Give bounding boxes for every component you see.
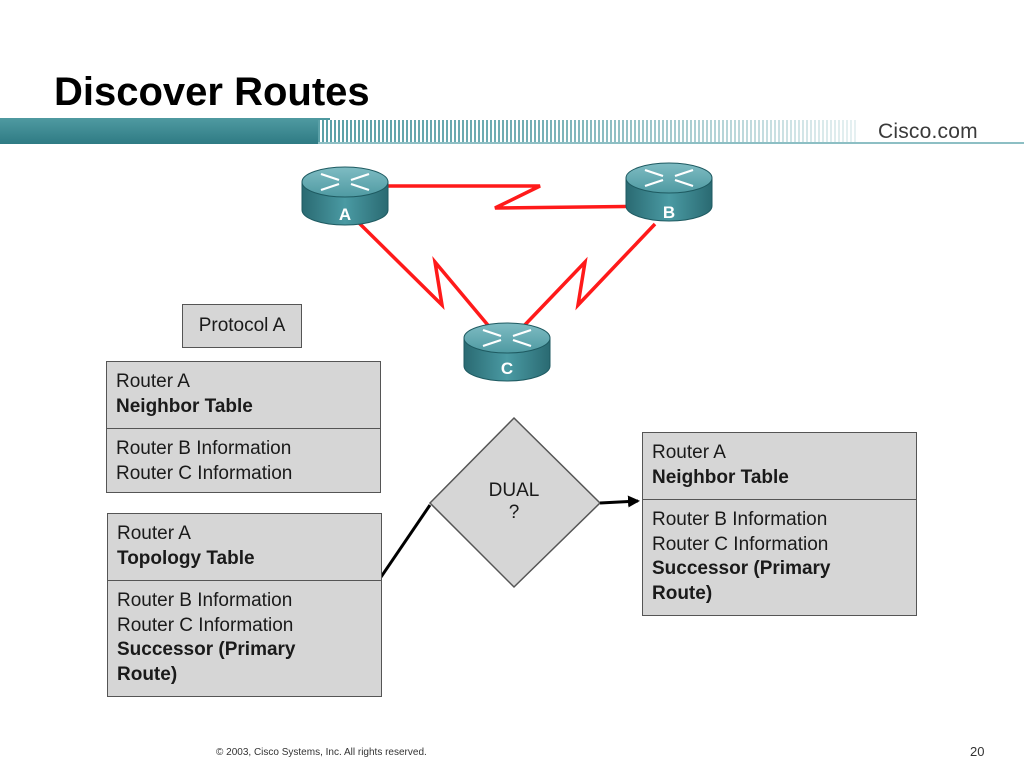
table-row: Router B Information xyxy=(117,590,293,611)
right-neighbor-table: Router A Neighbor Table Router B Informa… xyxy=(642,432,917,616)
left-neighbor-table: Router A Neighbor Table Router B Informa… xyxy=(106,361,381,493)
table-owner: Router A xyxy=(116,371,190,392)
protocol-label: Protocol A xyxy=(182,304,302,348)
header-banner xyxy=(0,118,1024,144)
successor-route: Successor (Primary xyxy=(652,558,831,579)
router-c-label: C xyxy=(501,359,513,378)
link-b-c xyxy=(518,222,657,332)
table-row: Router B Information xyxy=(116,438,292,459)
dual-to-result-arrow xyxy=(599,495,640,508)
topology-table-header: Router A Topology Table xyxy=(108,514,381,580)
table-row: Router C Information xyxy=(117,614,294,636)
copyright-footer: © 2003, Cisco Systems, Inc. All rights r… xyxy=(216,747,427,758)
brand-logo: Cisco.com xyxy=(878,120,978,143)
router-a-label: A xyxy=(339,205,351,224)
router-a-icon: A xyxy=(301,166,389,226)
page-number: 20 xyxy=(970,744,985,759)
slide-title: Discover Routes xyxy=(54,70,370,114)
table-row: Router B Information xyxy=(652,509,828,530)
link-a-c xyxy=(356,220,494,332)
banner-stripes xyxy=(318,120,858,142)
table-row: Router C Information xyxy=(116,462,293,484)
dual-diamond xyxy=(428,416,602,589)
neighbor-table-body: Router B Information Router C Informatio… xyxy=(107,428,380,492)
dual-label: DUAL ? xyxy=(470,480,558,524)
table-row: Router C Information xyxy=(652,533,829,555)
dual-title: DUAL xyxy=(488,480,540,501)
banner-rule xyxy=(318,142,1024,144)
left-topology-table: Router A Topology Table Router B Informa… xyxy=(107,513,382,697)
table-owner: Router A xyxy=(117,523,191,544)
result-table-header: Router A Neighbor Table xyxy=(643,433,916,499)
result-table-body: Router B Information Router C Informatio… xyxy=(643,499,916,612)
banner-solid-bar xyxy=(0,118,330,144)
successor-route: Successor (Primary xyxy=(117,639,296,660)
dual-question: ? xyxy=(508,502,520,523)
router-b-label: B xyxy=(663,203,675,222)
table-owner: Router A xyxy=(652,442,726,463)
router-b-icon: B xyxy=(625,162,713,222)
table-name: Topology Table xyxy=(117,547,255,569)
neighbor-table-header: Router A Neighbor Table xyxy=(107,362,380,428)
router-c-icon: C xyxy=(463,322,551,382)
successor-route: Route) xyxy=(117,663,178,685)
topology-table-body: Router B Information Router C Informatio… xyxy=(108,580,381,693)
successor-route: Route) xyxy=(652,582,713,604)
table-name: Neighbor Table xyxy=(652,466,789,488)
topology-to-dual-connector xyxy=(379,504,432,578)
link-a-b xyxy=(380,184,666,210)
table-name: Neighbor Table xyxy=(116,395,253,417)
